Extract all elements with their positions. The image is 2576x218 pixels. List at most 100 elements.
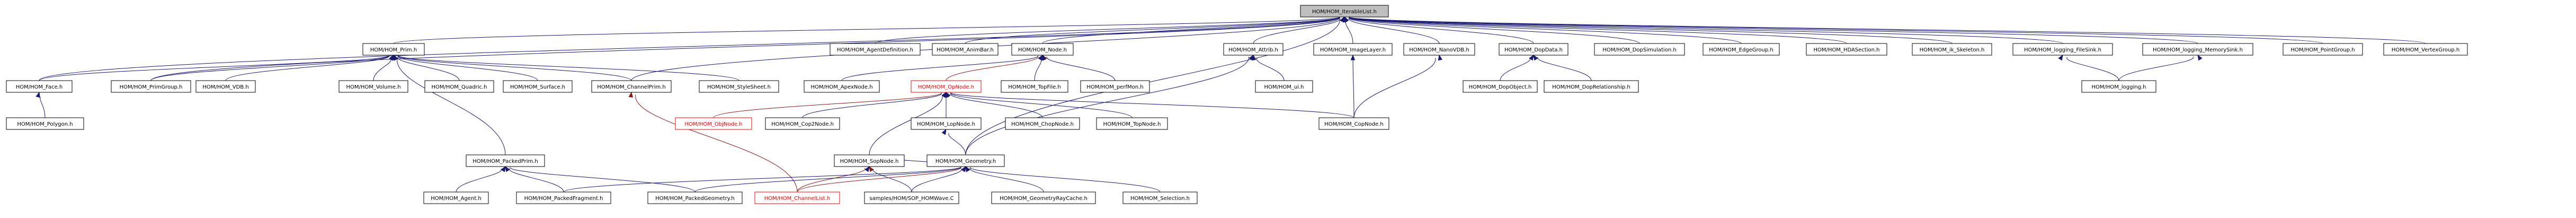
graph-node-dopobject[interactable]: HOM/HOM_DopObject.h (1463, 80, 1538, 93)
graph-node-topfile[interactable]: HOM/HOM_TopFile.h (1001, 80, 1068, 93)
graph-edge-geometry-to-lopnode (941, 128, 966, 155)
graph-node-sophommeve[interactable]: samples/HOM/SOP_HOMWave.C (864, 191, 959, 204)
graph-node-box (6, 80, 73, 93)
graph-node-label: HOM/HOM_logging_FileSink.h (2024, 47, 2101, 53)
graph-node-node[interactable]: HOM/HOM_Node.h (1011, 43, 1074, 56)
graph-node-label: HOM/HOM_Polygon.h (17, 121, 73, 127)
graph-node-doprel[interactable]: HOM/HOM_DopRelationship.h (1544, 80, 1639, 93)
graph-node-box (111, 80, 191, 93)
graph-node-box (864, 191, 959, 204)
graph-edge-arrowhead (35, 91, 40, 98)
graph-edge-arrowhead (965, 165, 970, 172)
graph-node-box (754, 191, 840, 204)
graph-node-packedfrag[interactable]: HOM/HOM_PackedFragment.h (516, 191, 611, 204)
graph-edge-geometry-to-root (965, 16, 1348, 155)
graph-edge-georaycache-to-geometry (961, 165, 1044, 193)
graph-node-surface[interactable]: HOM/HOM_Surface.h (503, 80, 573, 93)
graph-node-label: HOM/HOM_AgentDefinition.h (837, 47, 913, 53)
graph-edge-primgroup-to-prim (150, 54, 398, 81)
graph-edge-line (373, 58, 391, 81)
graph-node-channelprim[interactable]: HOM/HOM_ChannelPrim.h (591, 80, 672, 93)
graph-node-box (1318, 117, 1389, 130)
graph-edge-line (456, 168, 502, 193)
graph-node-label: HOM/HOM_ik_Skeleton.h (1920, 47, 1985, 53)
graph-node-pointgroup[interactable]: HOM/HOM_PointGroup.h (2283, 43, 2363, 56)
graph-node-geometry[interactable]: HOM/HOM_Geometry.h (926, 154, 1005, 167)
graph-node-nanovdb[interactable]: HOM/HOM_NanoVDB.h (1403, 43, 1475, 56)
graph-edge-line (39, 55, 389, 81)
graph-node-box (2012, 43, 2113, 56)
graph-node-perfmon[interactable]: HOM/HOM_perfMon.h (1080, 80, 1150, 93)
graph-node-ui[interactable]: HOM/HOM_ui.h (1255, 80, 1313, 93)
graph-node-volume[interactable]: HOM/HOM_Volume.h (338, 80, 408, 93)
graph-node-chopnode[interactable]: HOM/HOM_ChopNode.h (1005, 117, 1080, 130)
graph-node-box (1255, 80, 1313, 93)
graph-node-dopdata[interactable]: HOM/HOM_DopData.h (1499, 43, 1568, 56)
graph-edge-line (510, 167, 696, 193)
graph-node-label: HOM/HOM_DopSimulation.h (1602, 47, 1676, 53)
graph-node-georaycache[interactable]: HOM/HOM_GeometryRayCache.h (991, 191, 1096, 204)
graph-node-label: HOM/HOM_PackedPrim.h (473, 159, 538, 164)
graph-node-channellist[interactable]: HOM/HOM_ChannelList.h (754, 191, 840, 204)
graph-node-dopsim[interactable]: HOM/HOM_DopSimulation.h (1594, 43, 1685, 56)
graph-edge-sophommeve-to-sopnode (864, 165, 912, 193)
graph-node-box (423, 191, 489, 204)
graph-node-quadric[interactable]: HOM/HOM_Quadric.h (424, 80, 494, 93)
graph-node-hdasection[interactable]: HOM/HOM_HDASection.h (1806, 43, 1887, 56)
graph-edge-copnode-to-nanovdb (1353, 54, 1443, 118)
graph-node-copnode[interactable]: HOM/HOM_CopNode.h (1318, 117, 1389, 130)
graph-node-topnode[interactable]: HOM/HOM_TopNode.h (1096, 117, 1168, 130)
graph-node-primgroup[interactable]: HOM/HOM_PrimGroup.h (111, 80, 191, 93)
graph-node-packedgeo[interactable]: HOM/HOM_PackedGeometry.h (647, 191, 743, 204)
graph-node-prim[interactable]: HOM/HOM_Prim.h (362, 43, 425, 56)
graph-node-lopnode[interactable]: HOM/HOM_LopNode.h (911, 117, 982, 130)
graph-edge-face-to-root (39, 16, 1348, 81)
graph-edge-line (1253, 18, 1340, 44)
graph-node-logging[interactable]: HOM/HOM_logging.h (2081, 80, 2156, 93)
graph-node-packedprim[interactable]: HOM/HOM_PackedPrim.h (466, 154, 545, 167)
graph-node-vdb[interactable]: HOM/HOM_VDB.h (195, 80, 256, 93)
graph-node-box (424, 80, 494, 93)
graph-node-label: HOM/HOM_ui.h (1264, 84, 1304, 90)
graph-node-animbar[interactable]: HOM/HOM_AnimBar.h (932, 43, 999, 56)
graph-node-sopnode[interactable]: HOM/HOM_SopNode.h (834, 154, 905, 167)
graph-edge-line (1034, 59, 1042, 81)
graph-edge-line (950, 92, 1133, 118)
graph-node-box (1080, 80, 1150, 93)
graph-edge-line (1042, 17, 1340, 44)
graph-edge-arrowhead (1342, 16, 1348, 22)
graph-node-box (1005, 117, 1080, 130)
graph-node-stylesheet[interactable]: HOM/HOM_StyleSheet.h (699, 80, 779, 93)
graph-edge-surface-to-prim (389, 54, 538, 81)
graph-node-logfile[interactable]: HOM/HOM_logging_FileSink.h (2012, 43, 2113, 56)
graph-node-label: HOM/HOM_CopNode.h (1324, 121, 1383, 127)
graph-node-edgegroup[interactable]: HOM/HOM_EdgeGroup.h (1703, 43, 1780, 56)
graph-node-polygon[interactable]: HOM/HOM_Polygon.h (6, 117, 84, 130)
graph-edge-line (797, 167, 961, 193)
graph-node-attrib[interactable]: HOM/HOM_Attrib.h (1223, 43, 1283, 56)
graph-edge-arrowhead (505, 165, 510, 172)
graph-edge-line (398, 56, 538, 81)
graph-node-apexnode[interactable]: HOM/HOM_ApexNode.h (804, 80, 880, 93)
graph-node-agent[interactable]: HOM/HOM_Agent.h (423, 191, 489, 204)
graph-node-objnode[interactable]: HOM/HOM_ObjNode.h (675, 117, 752, 130)
graph-edge-line (397, 58, 506, 155)
graph-node-label: HOM/HOM_Cop2Node.h (771, 121, 834, 127)
graph-node-label: HOM/HOM_PackedFragment.h (524, 196, 603, 202)
graph-node-selection[interactable]: HOM/HOM_Selection.h (1122, 191, 1198, 204)
graph-node-vertexgroup[interactable]: HOM/HOM_VertexGroup.h (2383, 43, 2468, 56)
graph-node-agentdef[interactable]: HOM/HOM_AgentDefinition.h (830, 43, 921, 56)
graph-node-ikskel[interactable]: HOM/HOM_ik_Skeleton.h (1912, 43, 1992, 56)
graph-node-box (1499, 43, 1568, 56)
graph-edge-arrowhead (390, 54, 396, 60)
graph-node-opnode[interactable]: HOM/HOM_OpNode.h (911, 80, 982, 93)
graph-node-imagelayer[interactable]: HOM/HOM_ImageLayer.h (1313, 43, 1393, 56)
graph-node-face[interactable]: HOM/HOM_Face.h (6, 80, 73, 93)
graph-node-box (591, 80, 672, 93)
graph-edge-arrowhead (1252, 54, 1256, 60)
graph-node-box (1122, 191, 1198, 204)
graph-node-logmem[interactable]: HOM/HOM_logging_MemorySink.h (2142, 43, 2253, 56)
graph-edge-sophommeve-to-geometry (911, 165, 970, 193)
graph-node-box (2081, 80, 2156, 93)
graph-node-cop2node[interactable]: HOM/HOM_Cop2Node.h (765, 117, 840, 130)
